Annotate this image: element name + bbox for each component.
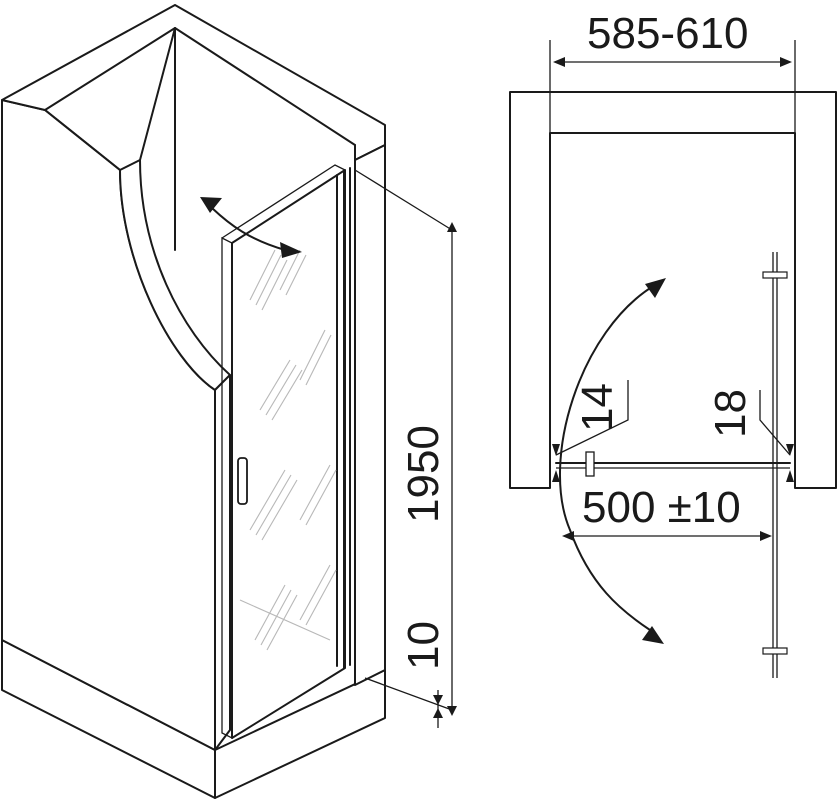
hinge-right-dimension-label: 18 <box>706 389 755 438</box>
height-dimension-label: 1950 <box>399 425 448 523</box>
width-range-label: 585-610 <box>587 9 748 58</box>
opening-dimension-label: 500 ±10 <box>582 483 741 532</box>
swing-arrow-icon <box>211 207 286 251</box>
plan-wall <box>509 91 837 489</box>
hinge-left-dimension-label: 14 <box>573 383 622 432</box>
handle-plan <box>585 451 595 477</box>
plan-view: 585-610 14 18 500 ±10 <box>509 9 837 678</box>
isometric-view: 1950 10 <box>1 4 457 799</box>
right-wall-column <box>354 144 386 686</box>
door-handle <box>237 457 248 505</box>
swing-arc-icon <box>558 284 656 631</box>
hinge-profile <box>336 167 351 669</box>
bottom-gap-dimension-label: 10 <box>399 621 448 670</box>
glass-reflections <box>239 249 337 651</box>
door-plan-open <box>772 252 778 678</box>
left-wall-side <box>1 99 216 751</box>
